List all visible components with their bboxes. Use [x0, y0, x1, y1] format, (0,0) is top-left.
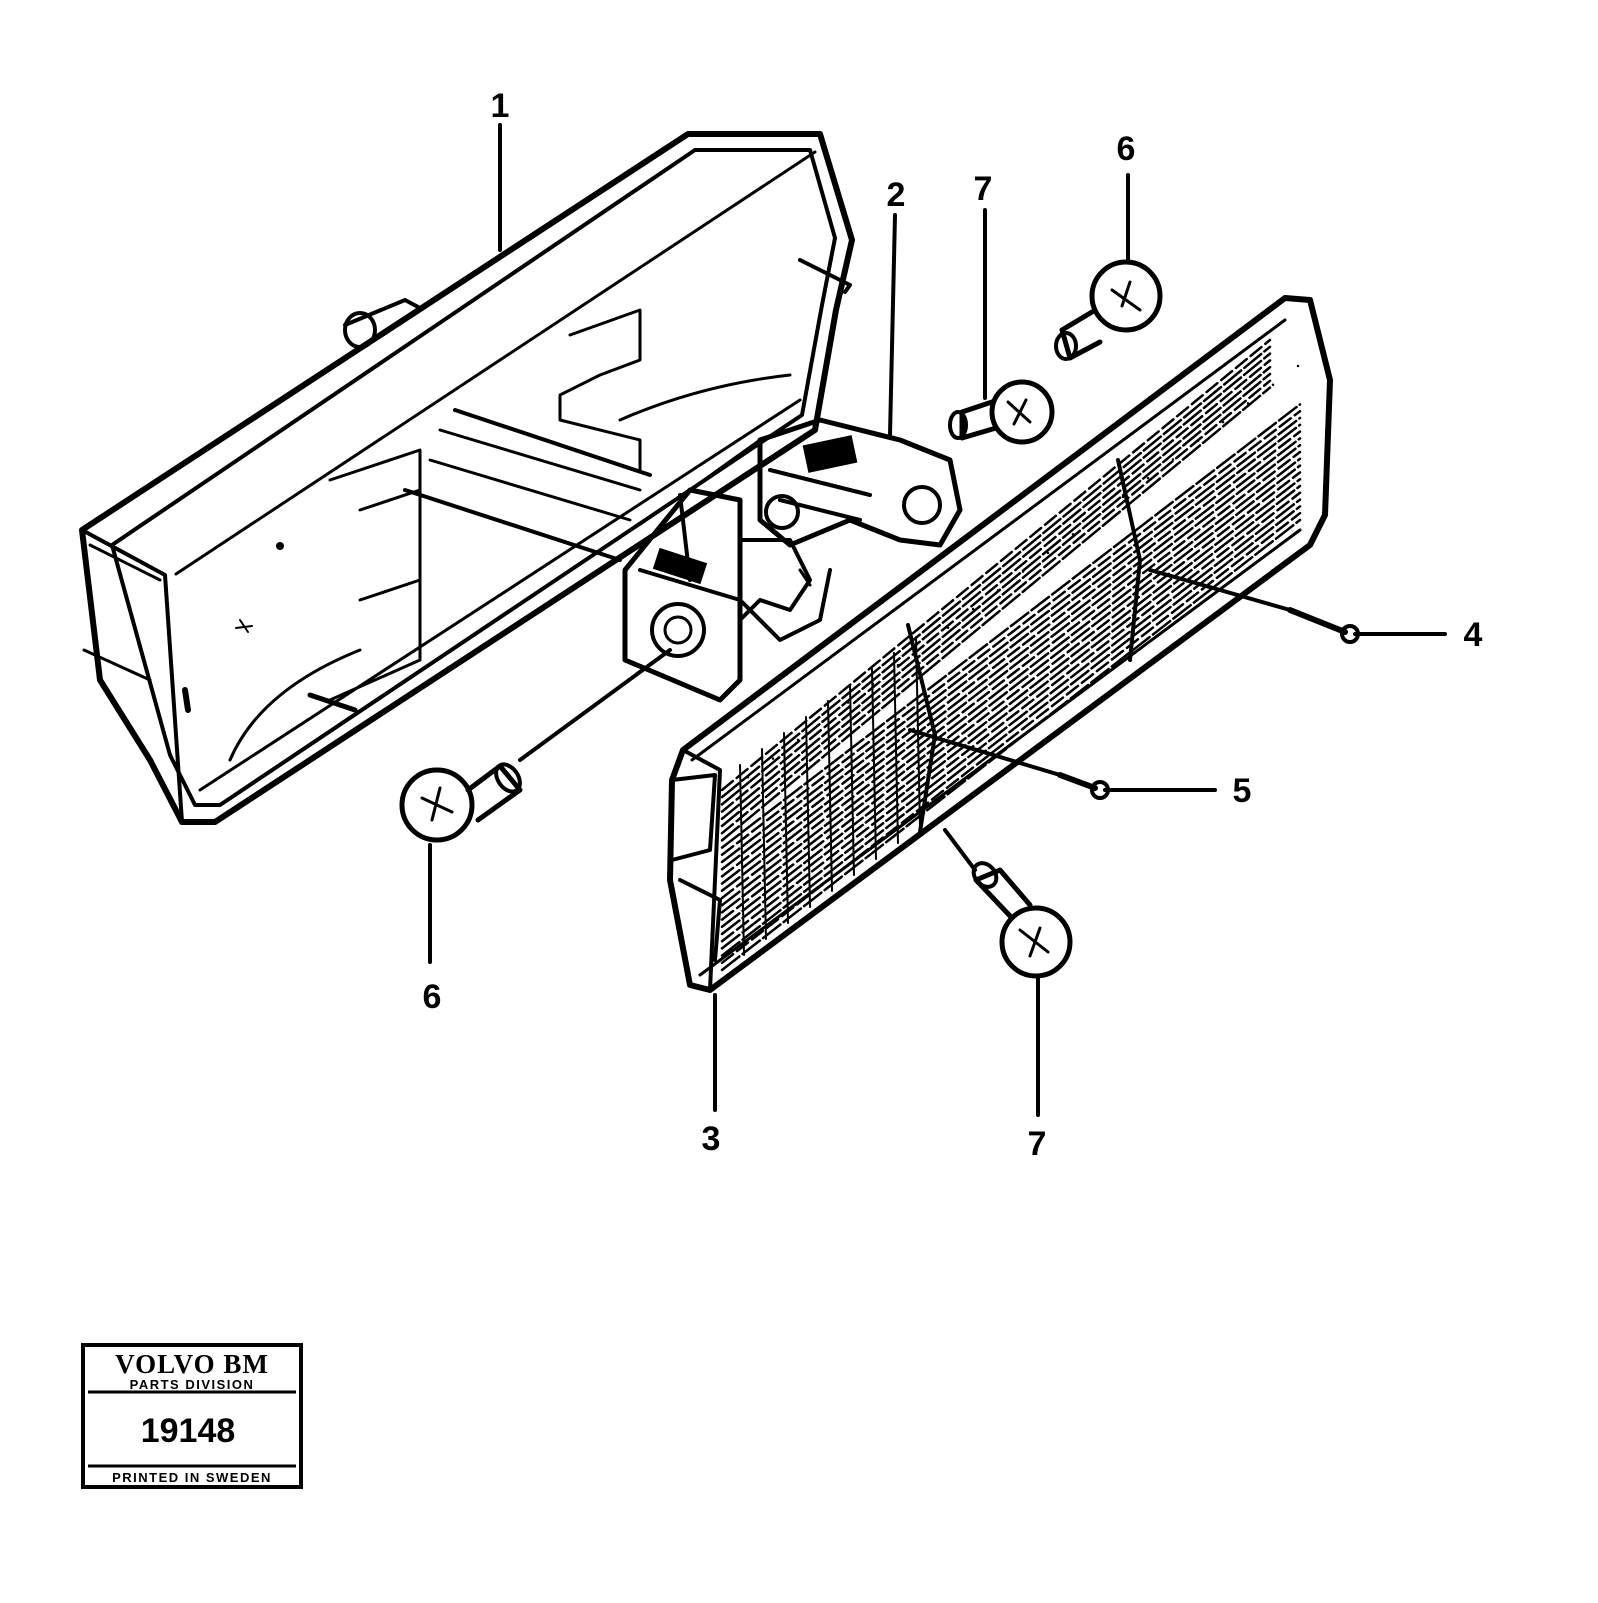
lens-rib [720, 430, 1302, 878]
stamp-printed: PRINTED IN SWEDEN [112, 1470, 272, 1485]
callouts: 1 2 3 4 5 6 6 7 7 [423, 87, 1483, 1163]
callout-4: 4 [1464, 616, 1483, 654]
lens-rib [720, 365, 1272, 821]
bulb-7-lower [971, 861, 1073, 979]
stamp-division: PARTS DIVISION [130, 1377, 255, 1392]
bulb-holder [622, 417, 963, 703]
lens-rib [720, 345, 1272, 799]
lens-grid-line [805, 716, 811, 908]
lens-rib [720, 372, 1272, 828]
bulb-6-upper [1054, 259, 1163, 361]
lens-rib [720, 443, 1302, 893]
stamp-number: 19148 [141, 1412, 236, 1450]
lens-rib [720, 498, 1302, 950]
lens-grid-line [783, 732, 789, 924]
lens-rib [720, 379, 1272, 835]
lens-grid-line [827, 700, 833, 892]
lens-rib [720, 352, 1272, 806]
bulb-7-upper [948, 379, 1055, 445]
lens-rib [720, 437, 1302, 885]
lens-rib [720, 471, 1302, 921]
lens-grid-line [739, 764, 745, 956]
stamp-brand: VOLVO BM [115, 1349, 269, 1379]
lens-rib [720, 423, 1302, 871]
lens-ribs [720, 338, 1302, 972]
lamp-lens [667, 295, 1333, 993]
lamp-housing [79, 131, 855, 825]
lens-rib [720, 450, 1302, 900]
callout-6-lower: 6 [423, 978, 442, 1016]
lens-rib [720, 511, 1302, 965]
screw-4 [1287, 607, 1360, 644]
lens-rib [720, 464, 1302, 914]
lens-rib [720, 491, 1302, 943]
lens-rib [720, 518, 1302, 972]
lens-rib [720, 359, 1272, 813]
lens-rib [720, 484, 1302, 936]
callout-5: 5 [1233, 772, 1252, 810]
lens-grid-line [761, 748, 767, 940]
bulb-6-lower [399, 762, 523, 843]
lens-rib [720, 416, 1302, 864]
lens-grid-line [849, 684, 855, 876]
callout-3: 3 [702, 1120, 721, 1158]
lens-rib [720, 457, 1302, 907]
lens-rib [720, 338, 1272, 792]
screw-5 [1057, 772, 1110, 800]
lens-rib [720, 409, 1302, 857]
callout-1: 1 [491, 87, 510, 125]
lens-rib [720, 477, 1302, 929]
leader-lines [403, 123, 1447, 1117]
callout-2: 2 [887, 176, 906, 214]
lens-rib [720, 505, 1302, 957]
lens-rib [720, 386, 1272, 842]
callout-7-upper: 7 [974, 170, 993, 208]
callout-7-lower: 7 [1028, 1125, 1047, 1163]
lens-rib [720, 403, 1302, 849]
lens-grid-line [871, 668, 877, 860]
callout-6-upper: 6 [1117, 130, 1136, 168]
lens-grid-line [893, 652, 899, 844]
lens-grid [739, 636, 921, 956]
parts-division-stamp: VOLVO BM PARTS DIVISION 19148 PRINTED IN… [81, 1343, 303, 1489]
